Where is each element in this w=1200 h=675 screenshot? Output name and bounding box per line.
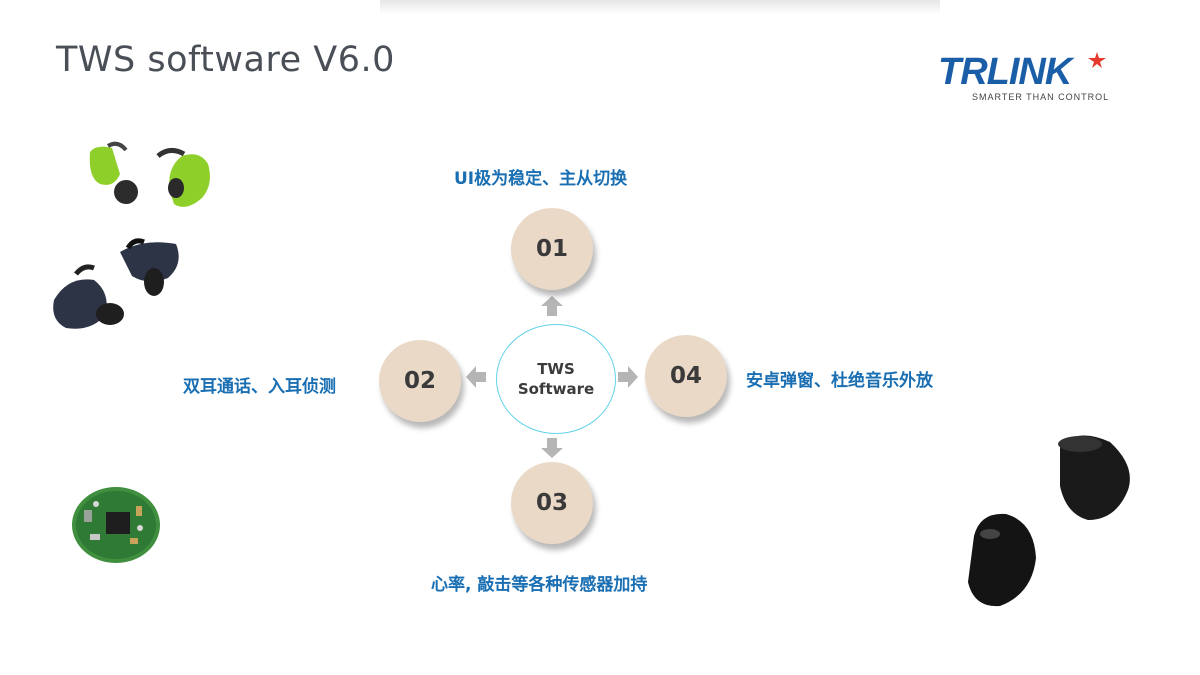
label-02: 双耳通话、入耳侦测 xyxy=(183,377,336,397)
label-01: UI极为稳定、主从切换 xyxy=(454,169,628,189)
black-earbuds-image xyxy=(968,435,1130,607)
logo-wordmark: TRLINK xyxy=(938,51,1072,93)
center-line-1: TWS xyxy=(537,360,575,378)
logo-tagline: SMARTER THAN CONTROL xyxy=(972,92,1110,102)
label-03: 心率, 敲击等各种传感器加持 xyxy=(431,575,648,595)
center-line-2: Software xyxy=(517,380,595,398)
arrow-left-icon xyxy=(466,366,486,388)
arrow-up-icon xyxy=(541,296,563,316)
circle-04: 04 xyxy=(645,335,727,417)
circle-01: 01 xyxy=(511,208,593,290)
top-shade xyxy=(380,0,940,14)
circle-03: 03 xyxy=(511,462,593,544)
arrow-down-icon xyxy=(541,438,563,458)
page-title: TWS software V6.0 xyxy=(56,40,395,80)
star-icon xyxy=(1088,52,1106,68)
center-circle: TWS Software xyxy=(496,324,616,434)
label-04: 安卓弹窗、杜绝音乐外放 xyxy=(746,371,933,391)
circle-02: 02 xyxy=(379,340,461,422)
green-earbuds-image xyxy=(89,141,210,207)
arrow-right-icon xyxy=(618,366,638,388)
navy-earbuds-image xyxy=(53,238,179,329)
pcb-board-image xyxy=(72,487,160,563)
brand-logo: TRLINK SMARTER THAN CONTROL xyxy=(938,50,1148,110)
